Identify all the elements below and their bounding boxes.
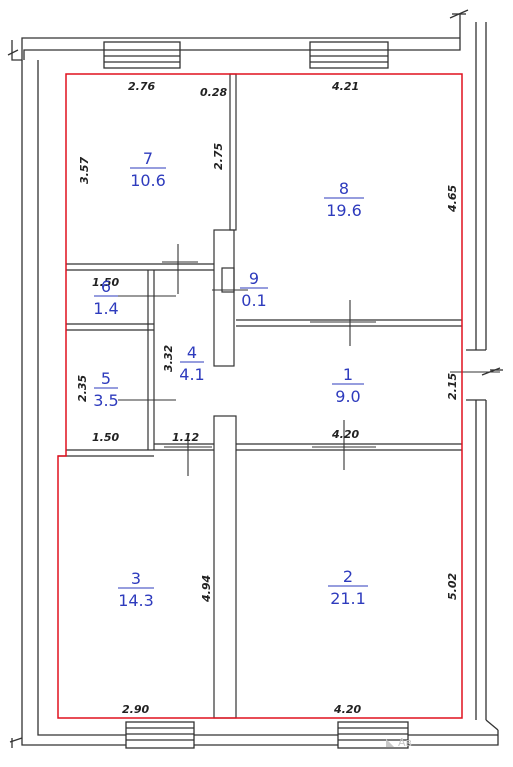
room-4-area: 4.1 [179, 365, 204, 384]
room-labels: 7 10.6 8 19.6 6 1.4 9 0.1 4 4.1 1 9.0 [93, 149, 368, 610]
room-5-area: 3.5 [93, 391, 118, 410]
dim-3-32: 3.32 [162, 345, 175, 372]
dim-4-94: 4.94 [200, 575, 213, 603]
room-3-area: 14.3 [118, 591, 154, 610]
room-6-number: 6 [101, 277, 111, 296]
dim-4-20-bottom: 4.20 [333, 703, 361, 716]
dim-2-35: 2.35 [76, 375, 89, 402]
room-3: 3 14.3 [118, 569, 154, 610]
room-7-area: 10.6 [130, 171, 166, 190]
dim-1-50-bottom: 1.50 [92, 431, 119, 444]
dim-1-50-top: 1.50 [92, 276, 119, 289]
room-9-area: 0.1 [241, 291, 266, 310]
room-2-area: 21.1 [330, 589, 366, 608]
apartment-outline [57, 73, 463, 719]
watermark: ◣ Ав [386, 736, 412, 749]
room-7-number: 7 [143, 149, 153, 168]
dim-4-65: 4.65 [446, 185, 459, 213]
dimension-labels: 2.76 0.28 4.21 3.57 2.75 4.65 1.50 3.32 … [76, 80, 459, 716]
dim-2-76: 2.76 [128, 80, 155, 93]
dim-3-57: 3.57 [78, 157, 91, 184]
dim-5-02: 5.02 [446, 573, 459, 600]
room-4-number: 4 [187, 343, 197, 362]
dim-4-21: 4.21 [331, 80, 359, 93]
dim-2-75: 2.75 [212, 143, 225, 170]
dim-2-90: 2.90 [122, 703, 149, 716]
room-5: 5 3.5 [93, 369, 118, 410]
room-6: 6 1.4 [93, 277, 118, 318]
room-1: 1 9.0 [332, 365, 364, 406]
room-6-area: 1.4 [93, 299, 118, 318]
walls [7, 9, 503, 749]
doors [118, 244, 500, 476]
room-3-number: 3 [131, 569, 141, 588]
room-1-area: 9.0 [335, 387, 360, 406]
room-8: 8 19.6 [324, 179, 364, 220]
room-4: 4 4.1 [179, 343, 204, 384]
room-2: 2 21.1 [328, 567, 368, 608]
room-8-number: 8 [339, 179, 349, 198]
room-9: 9 0.1 [240, 269, 268, 310]
room-9-number: 9 [249, 269, 259, 288]
room-1-number: 1 [343, 365, 353, 384]
dim-0-28: 0.28 [200, 86, 227, 99]
partitions [58, 73, 462, 719]
room-7: 7 10.6 [130, 149, 166, 190]
room-2-number: 2 [343, 567, 353, 586]
room-8-area: 19.6 [326, 201, 362, 220]
room-5-number: 5 [101, 369, 111, 388]
dim-2-15: 2.15 [446, 373, 459, 400]
dim-4-20-mid: 4.20 [331, 428, 359, 441]
dim-1-12: 1.12 [172, 431, 199, 444]
